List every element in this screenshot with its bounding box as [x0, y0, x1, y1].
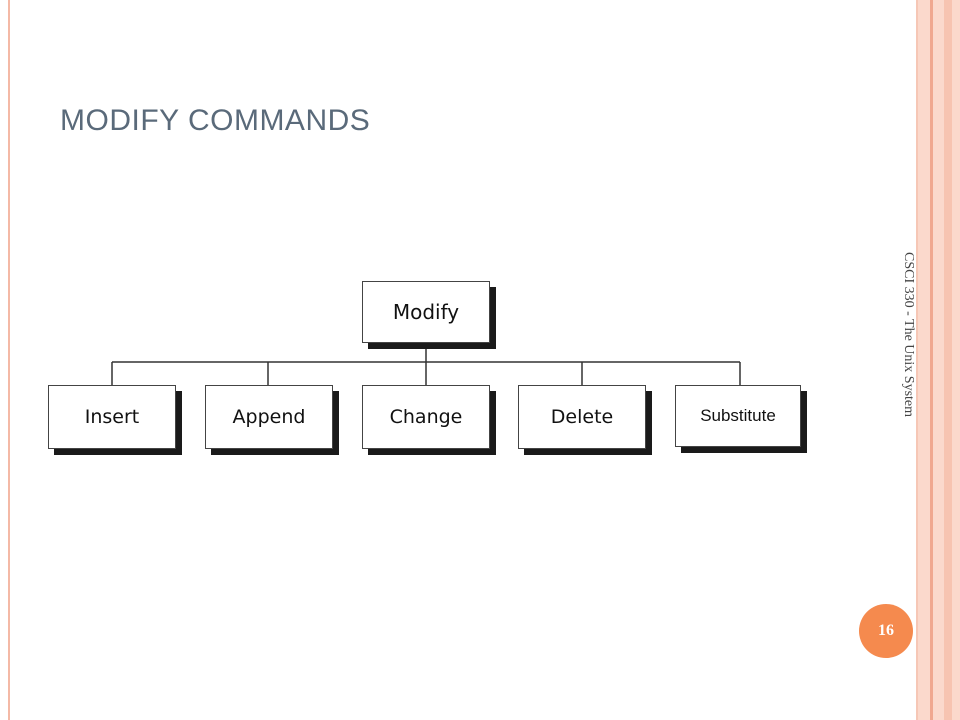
page-number-badge: 16 [859, 604, 913, 658]
change-node: Change [362, 385, 490, 449]
slide-frame-left [8, 0, 10, 720]
insert-node: Insert [48, 385, 176, 449]
delete-node: Delete [518, 385, 646, 449]
append-node: Append [205, 385, 333, 449]
modify-node: Modify [362, 281, 490, 343]
slide-frame-right [918, 0, 960, 720]
slide-frame-right-line [930, 0, 933, 720]
substitute-node: Substitute [675, 385, 801, 447]
course-label: CSCI 330 - The Unix System [901, 252, 916, 418]
slide-frame-right-inner [916, 0, 918, 720]
slide-frame-right-stripe [944, 0, 952, 720]
slide-title: MODIFY COMMANDS [60, 104, 371, 137]
